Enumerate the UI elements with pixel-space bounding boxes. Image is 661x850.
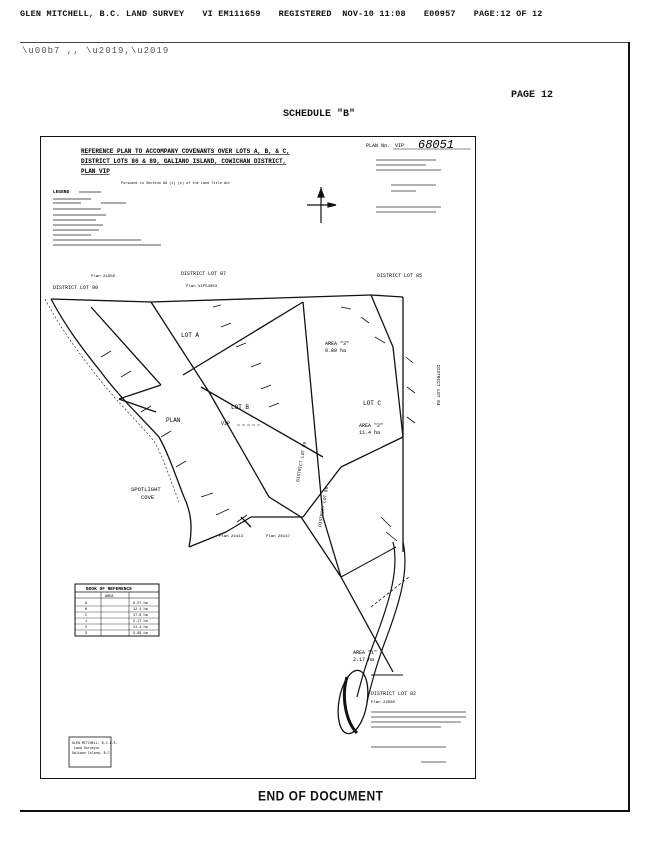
label-lot-a: LOT A	[181, 332, 199, 339]
surveyor-line-3: Galiano Island, B.C.	[72, 751, 112, 755]
plan-no-value: VIP	[395, 143, 404, 149]
plan-subtitle: Pursuant to Section 99 (1) (e) of the La…	[121, 181, 230, 186]
label-plan: PLAN	[166, 417, 181, 424]
book-of-reference-lot: 1	[85, 620, 87, 624]
surveyor-block: GLEN MITCHELL, B.C.L.S. Land Surveyor Ga…	[68, 736, 118, 768]
label-area-1: AREA "1"	[353, 650, 377, 656]
label-area-3: AREA "3"	[325, 341, 349, 347]
surveyor-line-2: Land Surveyor	[74, 746, 100, 750]
book-of-reference-lot: 2	[85, 626, 87, 630]
survey-plan-drawing: REFERENCE PLAN TO ACCOMPANY COVENANTS OV…	[44, 138, 471, 768]
survey-ticks	[100, 304, 416, 542]
road-line-2	[366, 541, 406, 703]
surveyor-line-1: GLEN MITCHELL, B.C.L.S.	[72, 741, 118, 745]
label-district-lot-82: DISTRICT LOT 82	[371, 691, 416, 697]
fax-header: GLEN MITCHELL, B.C. LAND SURVEY VI EM1116…	[20, 9, 561, 19]
certification-block	[371, 711, 466, 763]
book-of-reference-area: 11.4 ha	[133, 625, 148, 630]
label-plan-22085: Plan 22085	[371, 700, 396, 705]
label-district-lot-90: DISTRICT LOT 90	[53, 285, 98, 291]
label-spotlight: SPOTLIGHT	[131, 486, 161, 493]
end-of-document: END OF DOCUMENT	[258, 787, 384, 805]
label-area-1-value: 2.17 ha	[353, 657, 374, 663]
label-district-lot-87: DISTRICT LOT 87	[181, 271, 226, 277]
label-lot-c: LOT C	[363, 400, 381, 407]
fax-number: E00957	[423, 9, 456, 19]
label-plan-26147: Plan 26147	[266, 534, 291, 539]
book-of-reference-lot: 3	[85, 632, 87, 636]
coastline-left	[50, 298, 192, 548]
book-of-reference-lot: A	[85, 602, 88, 606]
book-of-reference-title: BOOK OF REFERENCE	[86, 586, 132, 592]
frame-top-rule	[20, 42, 630, 43]
book-of-reference-area: 9.89 ha	[133, 631, 148, 636]
plan-title-line-2: DISTRICT LOTS 86 & 89, GALIANO ISLAND, C…	[81, 158, 286, 165]
label-plan-21950: Plan 21950	[91, 274, 116, 279]
book-of-reference-area: 2.17 ha	[133, 619, 148, 624]
fax-page: PAGE:12 OF 12	[473, 9, 543, 19]
plan-no-label: PLAN No.	[366, 143, 390, 149]
survey-plan-sheet: REFERENCE PLAN TO ACCOMPANY COVENANTS OV…	[40, 136, 476, 779]
fax-sender: GLEN MITCHELL, B.C. LAND SURVEY	[20, 9, 185, 19]
book-of-reference-area: 17.6 ha	[133, 613, 148, 618]
fax-registered: REGISTERED NOV-10 11:08	[278, 9, 406, 19]
book-of-reference-lot: C	[85, 614, 87, 618]
label-cove: COVE	[141, 494, 155, 501]
label-district-lot-85: DISTRICT LOT 85	[377, 273, 422, 279]
book-of-reference-area: 9.57 ha	[133, 601, 148, 606]
label-vip: VIP	[221, 421, 230, 427]
corner-stamp: \u00b7 ,, \u2019,\u2019	[22, 46, 170, 56]
registration-block	[376, 159, 441, 213]
legend-block	[53, 191, 161, 246]
label-lot-b: LOT B	[231, 404, 249, 411]
label-area-2: AREA "2"	[359, 423, 383, 429]
schedule-title: SCHEDULE "B"	[283, 109, 356, 120]
north-arrow-icon	[307, 187, 337, 223]
fax-document-id: VI EM111659	[202, 9, 261, 19]
page-frame	[20, 42, 630, 812]
label-district-lot-86: DISTRICT LOT 86	[317, 486, 330, 527]
label-plan-24413: Plan 24413	[219, 534, 244, 539]
legend-label: LEGEND	[53, 189, 70, 195]
book-of-reference-area: 12.4 ha	[133, 607, 148, 612]
label-district-lot-84: DISTRICT LOT 84	[435, 365, 441, 406]
label-plan-vip54053: Plan VIP54053	[186, 284, 218, 289]
plan-no-handwritten: 68051	[418, 138, 454, 152]
label-district-lot-89: DISTRICT LOT 89	[295, 441, 308, 482]
area-1-oval	[337, 669, 369, 735]
book-of-reference-header: AREA	[105, 595, 114, 599]
road-line-1	[356, 541, 396, 698]
label-area-2-value: 11.4 ha	[359, 430, 380, 436]
page-label: PAGE 12	[511, 90, 554, 101]
plan-title-line-1: REFERENCE PLAN TO ACCOMPANY COVENANTS OV…	[81, 148, 290, 155]
label-area-3-value: 9.89 ha	[325, 348, 346, 354]
book-of-reference-table: BOOK OF REFERENCE AREA A 9.57 ha B 12.4 ha C…	[74, 583, 160, 637]
lot-boundaries	[50, 294, 404, 673]
plan-title-line-3: PLAN VIP	[81, 168, 110, 175]
book-of-reference-lot: B	[85, 608, 87, 612]
